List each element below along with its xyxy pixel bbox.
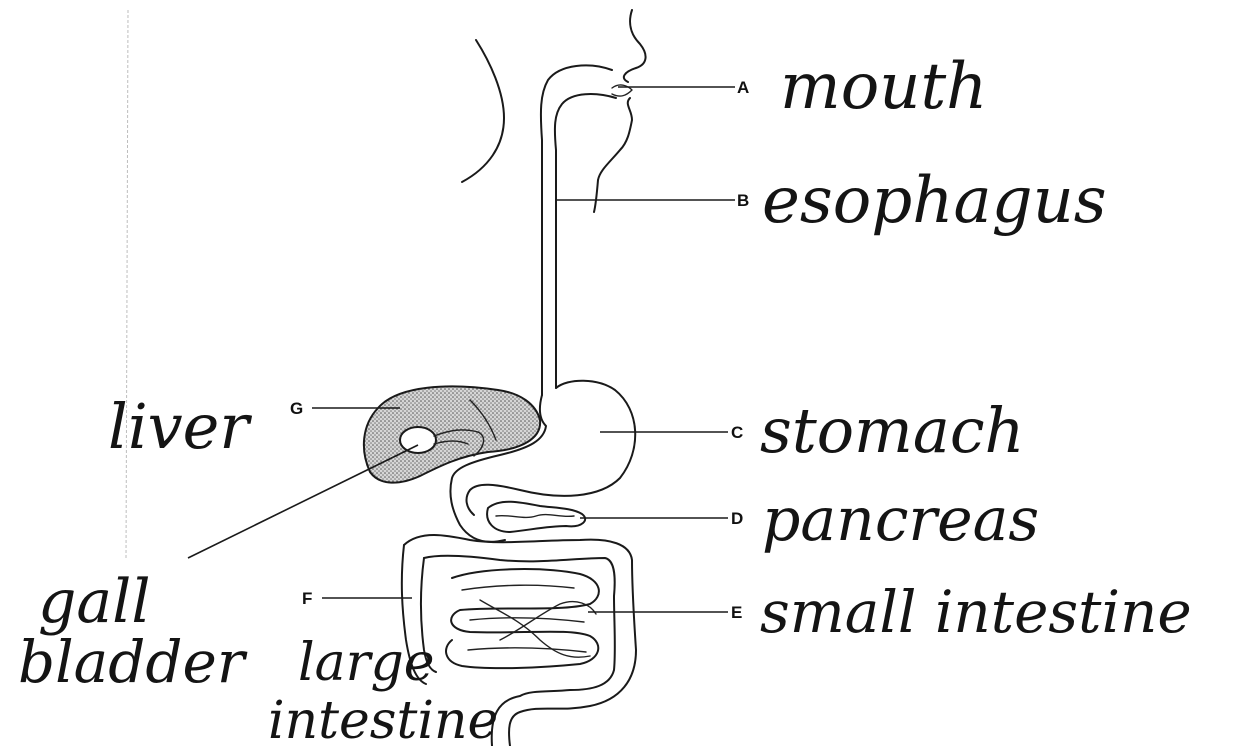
answer-esophagus: esophagus bbox=[762, 164, 1107, 238]
answer-small-intestine: small intestine bbox=[760, 578, 1192, 646]
letter-g: G bbox=[290, 399, 303, 418]
letter-a: A bbox=[737, 78, 749, 97]
letter-d: D bbox=[731, 509, 743, 528]
pancreas-shape bbox=[487, 502, 585, 532]
head-outline bbox=[462, 10, 646, 212]
liver-shape bbox=[364, 386, 540, 482]
answer-large-intestine-line1: large bbox=[298, 633, 435, 693]
answer-stomach: stomach bbox=[760, 394, 1024, 467]
small-intestine-shape bbox=[446, 569, 599, 668]
answer-mouth: mouth bbox=[780, 50, 987, 124]
letter-f: F bbox=[302, 589, 312, 608]
answer-liver: liver bbox=[108, 390, 252, 463]
esophagus-tube bbox=[541, 65, 632, 395]
answer-gall-bladder-line1: gall bbox=[38, 567, 151, 637]
answer-large-intestine-line2: intestine bbox=[268, 691, 498, 746]
letter-e: E bbox=[731, 603, 742, 622]
answer-pancreas: pancreas bbox=[762, 485, 1039, 555]
answer-gall-bladder-line2: bladder bbox=[18, 628, 248, 696]
scan-margin-line bbox=[126, 10, 128, 560]
letter-c: C bbox=[731, 423, 743, 442]
letter-b: B bbox=[737, 191, 749, 210]
